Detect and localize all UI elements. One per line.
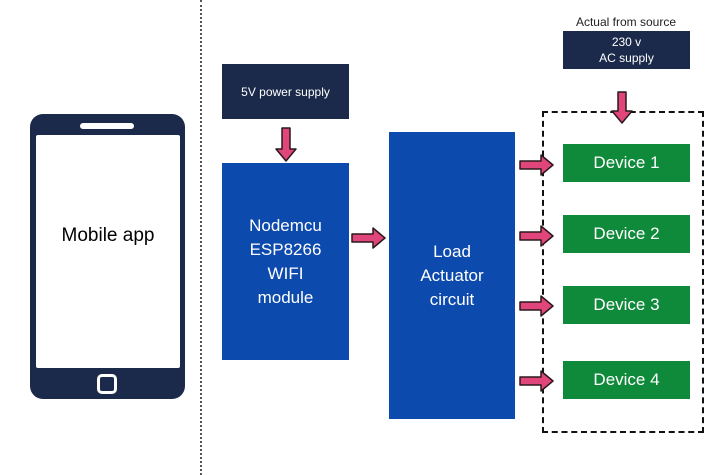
phone-home-button-icon [97,374,117,394]
nodemcu-line: ESP8266 [249,239,322,259]
arrow-right-icon [519,225,554,247]
device-label: Device 3 [593,295,660,314]
nodemcu-line: module [257,287,314,307]
arrow-right-icon [519,295,554,317]
device-3-box: Device 3 [563,286,690,324]
arrow-right-icon [351,227,386,249]
power-supply-label: 5V power supply [241,84,330,99]
phone-speaker [80,123,134,129]
arrow-down-icon [611,91,633,124]
actuator-line: Actuator [420,265,484,285]
device-label: Device 2 [593,224,660,243]
arrow-down-icon [275,127,297,162]
device-1-box: Device 1 [563,144,690,182]
phone-screen [36,135,180,368]
nodemcu-module-block: Nodemcu ESP8266 WIFI module [222,163,349,360]
ac-source-caption: Actual from source [575,15,677,29]
arrow-right-icon [519,370,554,392]
arrow-right-icon [519,154,554,176]
ac-supply-box: 230 v AC supply [563,31,690,69]
section-divider [200,0,202,475]
actuator-line: Load [433,241,471,261]
device-label: Device 1 [593,153,660,172]
device-4-box: Device 4 [563,361,690,399]
nodemcu-line: Nodemcu [249,215,322,235]
actuator-line: circuit [429,289,475,309]
load-actuator-block: Load Actuator circuit [389,132,515,419]
mobile-app-label: Mobile app [61,225,155,246]
device-label: Device 4 [593,370,660,389]
device-2-box: Device 2 [563,215,690,253]
power-supply-box: 5V power supply [222,64,349,119]
nodemcu-line: WIFI [267,263,304,283]
ac-supply-line: AC supply [599,51,654,65]
ac-supply-line: 230 v [611,35,642,49]
